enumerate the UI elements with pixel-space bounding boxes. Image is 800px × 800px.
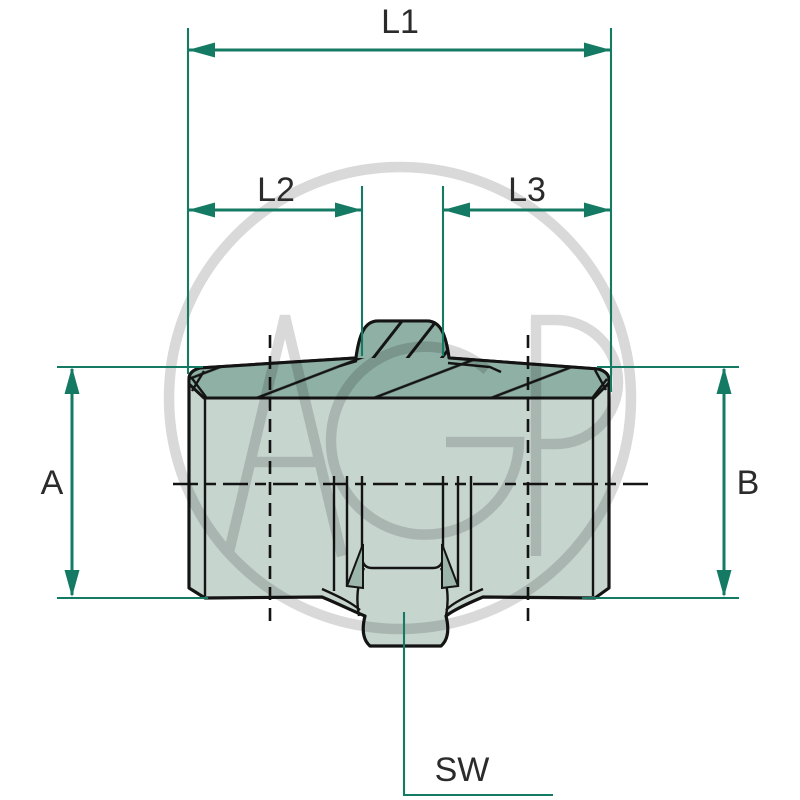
label-l3: L3 <box>508 171 546 209</box>
hex-facet-left <box>345 543 364 590</box>
l3-arrow-left <box>443 202 470 218</box>
flank-line-left <box>321 587 361 611</box>
b-arrow-down <box>716 570 732 597</box>
dimension-b: B <box>582 365 760 600</box>
dimension-l3: L3 <box>441 171 611 356</box>
fitting-body <box>173 319 652 648</box>
bump-base-steps <box>339 359 502 374</box>
hex-facet-right <box>441 543 460 590</box>
b-arrow-up <box>716 367 732 394</box>
l2-arrow-right <box>335 202 362 218</box>
label-sw: SW <box>435 751 490 789</box>
dimension-sw: SW <box>402 612 553 797</box>
band-chamfer-right <box>592 369 608 398</box>
watermark-letter-a <box>222 314 348 558</box>
label-l1: L1 <box>381 3 419 41</box>
watermark-agp <box>163 161 637 635</box>
flank-line-right <box>445 587 484 611</box>
label-l2: L2 <box>257 171 295 209</box>
label-b: B <box>737 464 760 502</box>
watermark-letter-g <box>325 341 525 540</box>
sw-leader-line <box>402 612 553 797</box>
l3-arrow-right <box>584 202 611 218</box>
band-chamfer-left <box>190 370 207 398</box>
watermark-letter-p <box>530 314 624 556</box>
dimension-l2: L2 <box>188 171 364 356</box>
watermark-circle <box>163 161 637 635</box>
l2-arrow-left <box>188 202 215 218</box>
dimension-a: A <box>41 365 208 600</box>
a-arrow-up <box>64 367 80 394</box>
label-a: A <box>41 464 64 502</box>
a-arrow-down <box>64 570 80 597</box>
l1-arrow-left <box>188 42 215 58</box>
l1-arrow-right <box>584 42 611 58</box>
